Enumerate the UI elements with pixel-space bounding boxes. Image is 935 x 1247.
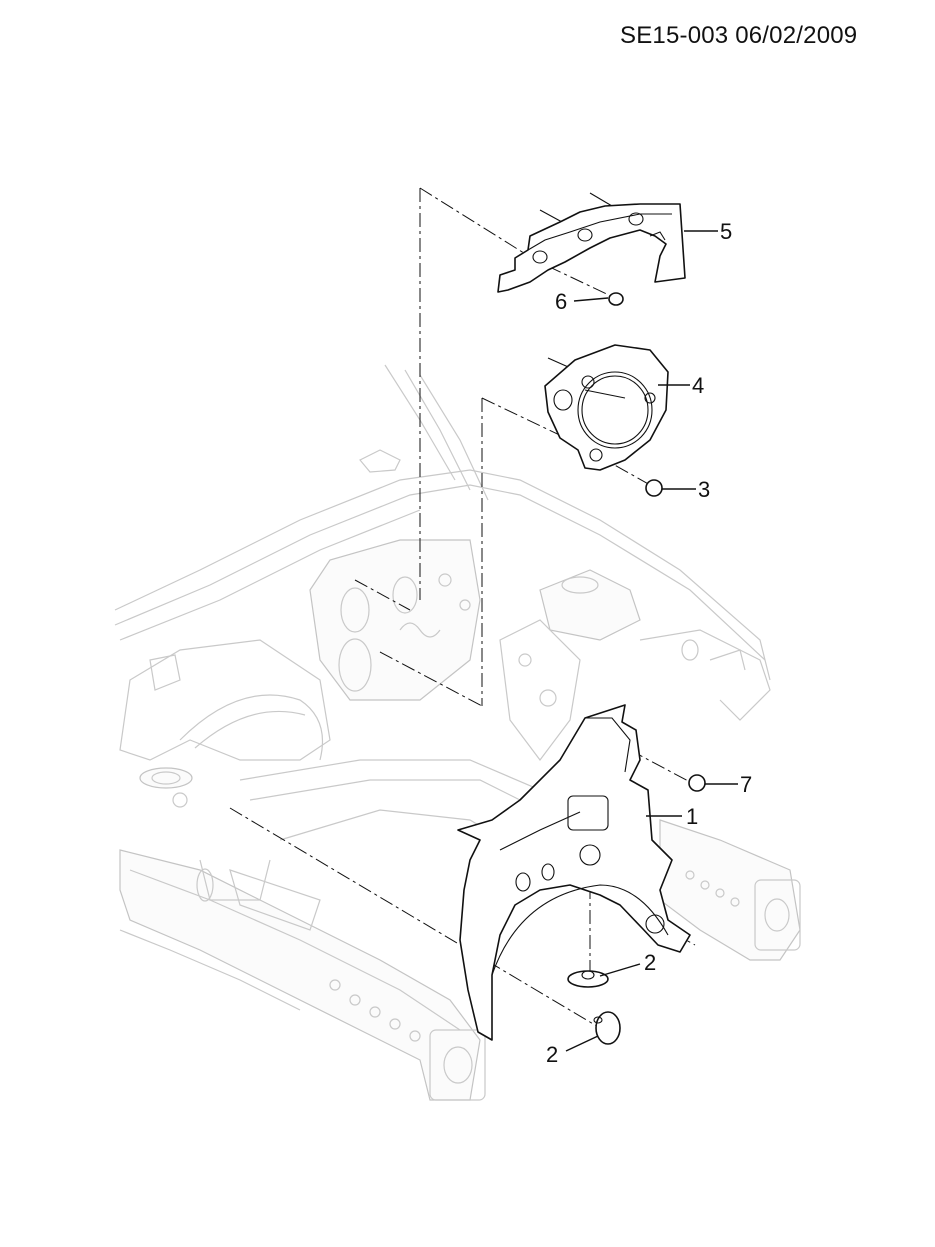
part-7-plug [688, 774, 706, 792]
callout-4: 4 [692, 373, 704, 398]
part-6-plug [608, 292, 624, 306]
callout-leaders [565, 230, 738, 1052]
callout-5: 5 [720, 219, 732, 244]
callout-7: 7 [740, 772, 752, 797]
part-2-grommets [567, 970, 621, 1045]
callout-2-lower: 2 [546, 1042, 558, 1067]
vehicle-body-ghost [114, 364, 801, 1101]
callout-3: 3 [698, 477, 710, 502]
part-3-plug [645, 479, 663, 497]
callout-2-upper: 2 [644, 950, 656, 975]
callout-6: 6 [555, 289, 567, 314]
diagram-code-date: SE15-003 06/02/2009 [620, 22, 858, 49]
part-5-upper-bracket [497, 203, 686, 293]
callout-numbers: 5 6 4 3 7 1 2 2 [546, 219, 752, 1067]
part-1-wheelhouse-panel [457, 704, 691, 1041]
fasteners [608, 292, 706, 792]
part-4-reinforcement-plate [544, 344, 669, 471]
callout-1: 1 [686, 804, 698, 829]
